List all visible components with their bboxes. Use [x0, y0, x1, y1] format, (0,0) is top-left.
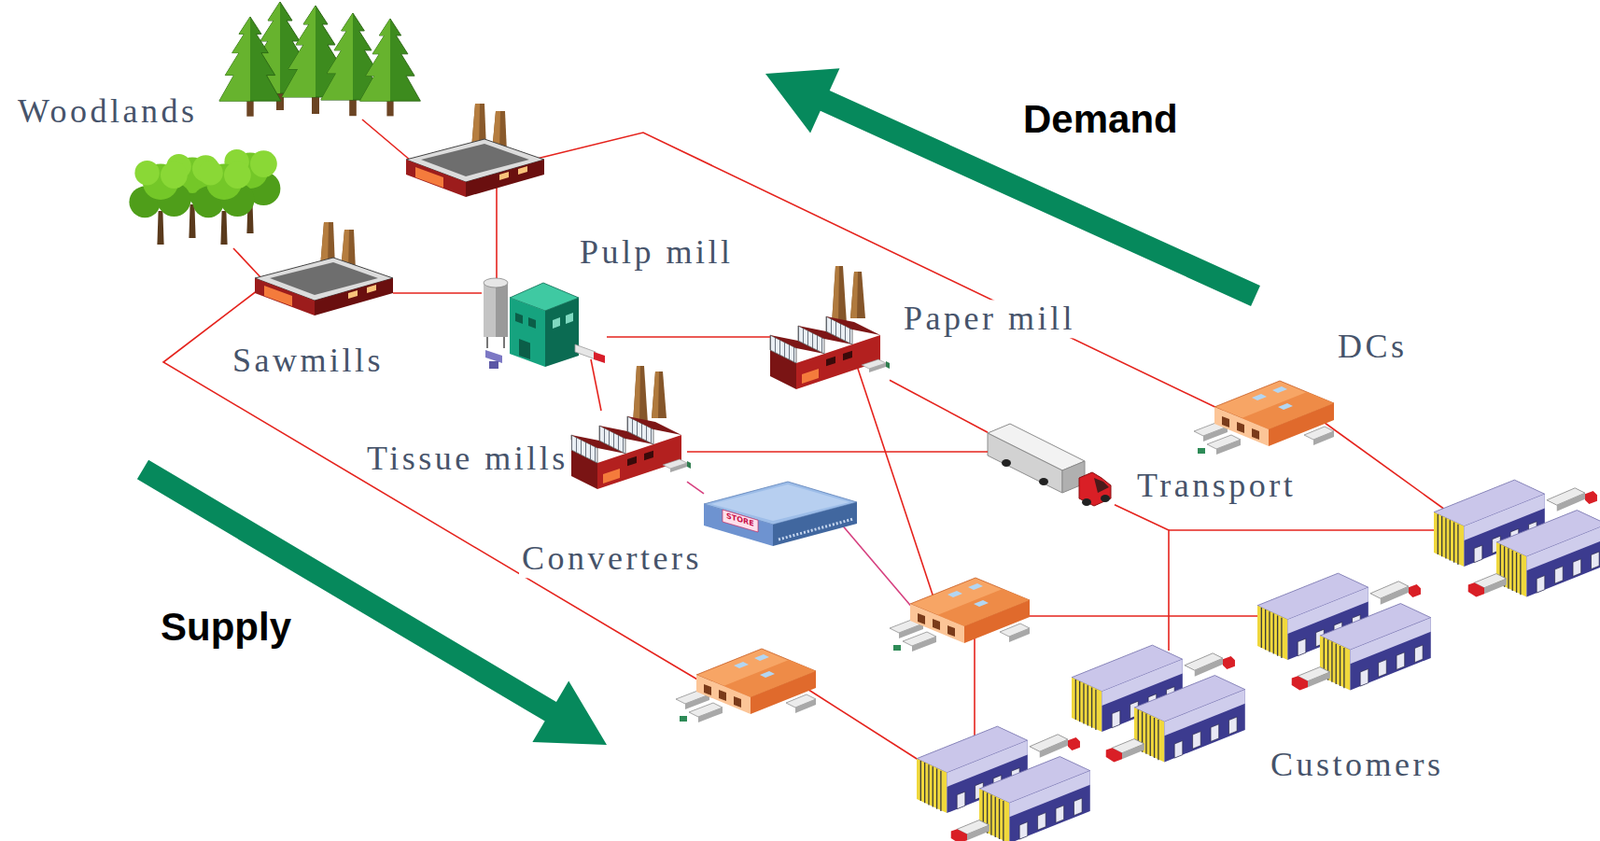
- facility-label: Woodlands: [14, 92, 201, 131]
- facility-node: Sawmills: [254, 220, 393, 318]
- facility-icons: [1193, 380, 1334, 455]
- facility-icons: [916, 726, 1091, 841]
- facility-icons: [254, 222, 393, 316]
- facility-node: DCs: [1193, 369, 1337, 460]
- facility-icons: [483, 278, 605, 369]
- flow-arrow: [137, 460, 607, 745]
- facility-icons: [1433, 479, 1600, 597]
- store-sign-text: STORE: [726, 512, 755, 529]
- supply-chain-link: [233, 248, 262, 279]
- facility-icons: [987, 423, 1111, 506]
- facility-label: Pulp mill: [576, 233, 737, 272]
- facility-icons: [406, 103, 545, 197]
- woodland-trees: [192, 160, 254, 245]
- facility-node: Pulp mill: [481, 273, 607, 360]
- facility-icons: [254, 103, 1600, 841]
- flow-arrow: [765, 68, 1261, 307]
- facility-node: Woodlands: [219, 4, 429, 118]
- facility-label: Customers: [1267, 745, 1447, 785]
- supply-link: [392, 292, 482, 295]
- flow-label: Demand: [1023, 97, 1179, 142]
- facility-node: Tissue mills: [571, 410, 688, 492]
- facility-icons: [675, 648, 816, 723]
- facility-node: Paper mill: [770, 308, 890, 393]
- facility-icons: [889, 577, 1030, 652]
- supply-chain-link: [840, 522, 920, 617]
- supply-chain-link: [1168, 529, 1439, 532]
- supply-chain-link: [856, 365, 934, 598]
- facility-label: Converters: [519, 539, 705, 578]
- facility-label: Sawmills: [229, 341, 387, 380]
- flow-label: Supply: [160, 604, 292, 650]
- supply-link: [590, 359, 602, 411]
- facility-icons: [1257, 573, 1432, 690]
- supply-link: [1114, 505, 1169, 651]
- supply-chain-link: [362, 119, 411, 161]
- supply-chain-link: [973, 634, 976, 743]
- woodland-trees: [219, 16, 281, 117]
- facility-icons: [703, 481, 857, 547]
- facility-label: DCs: [1334, 327, 1411, 366]
- supply-chain-link: [495, 186, 498, 281]
- facility-node: Transport: [987, 420, 1115, 511]
- woodland-trees: [128, 160, 191, 245]
- supply-chain-link: [802, 686, 925, 764]
- facility-label: Paper mill: [900, 299, 1079, 338]
- facility-icons: [1071, 645, 1246, 762]
- supply-link: [687, 450, 988, 453]
- supply-chain-link: [1022, 615, 1266, 618]
- supply-link: [687, 481, 704, 494]
- facility-icons: [571, 365, 691, 490]
- supply-link: [889, 379, 988, 433]
- supply-chain-link: [1320, 420, 1446, 510]
- woodland-trees: [360, 18, 422, 116]
- facility-node: Customers: [1071, 650, 1246, 768]
- facility-label: Transport: [1134, 466, 1299, 506]
- flow-arrow: [137, 68, 1261, 745]
- facility-icons: [770, 266, 890, 390]
- supply-chain-link: [163, 119, 1446, 764]
- facility-label: Tissue mills: [364, 439, 572, 478]
- supply-link: [606, 336, 771, 338]
